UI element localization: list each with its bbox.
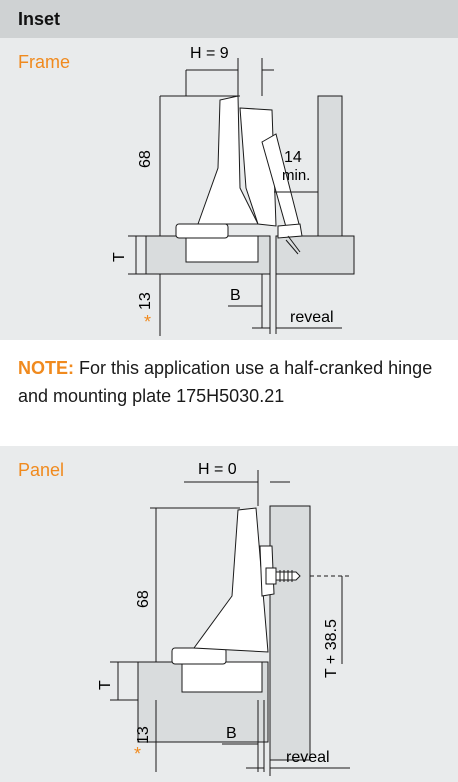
section-header: Inset xyxy=(0,0,458,38)
panel-dim-13: 13 xyxy=(135,726,152,744)
panel-diagram: H = 0 68 T + 38.5 T 13 * B reveal xyxy=(97,461,352,776)
cabinet-side xyxy=(269,505,311,761)
hinge-cup xyxy=(185,235,259,263)
panel-dimensions xyxy=(110,470,352,776)
frame-dim-b: B xyxy=(230,287,241,304)
frame-dimensions xyxy=(128,58,342,336)
panel-dim-68: 68 xyxy=(135,590,152,608)
frame-dim-14: 14 xyxy=(284,149,302,166)
panel-dim-t: T xyxy=(97,680,114,690)
screw xyxy=(265,567,301,585)
frame-panel: Frame xyxy=(0,38,458,340)
note-box: NOTE: For this application use a half-cr… xyxy=(0,340,458,446)
hinge-arm xyxy=(193,507,269,653)
frame-dim-min: min. xyxy=(282,167,310,184)
hinge-cup xyxy=(181,661,263,693)
frame-dim-h: H = 9 xyxy=(190,45,229,62)
frame-dim-68: 68 xyxy=(137,150,154,168)
section-title: Inset xyxy=(18,9,61,29)
cup-flange xyxy=(175,223,229,239)
panel-dim-t-plus: T + 38.5 xyxy=(323,619,340,678)
frame-dim-t: T xyxy=(111,252,128,262)
note-text: For this application use a half-cranked … xyxy=(18,358,433,406)
cup-flange xyxy=(171,647,227,665)
mounting-plate xyxy=(239,107,277,227)
screw xyxy=(277,223,303,255)
frame-asterisk: * xyxy=(144,312,151,332)
frame-reveal: reveal xyxy=(290,309,334,326)
panel-reveal: reveal xyxy=(286,749,330,766)
frame-label: Frame xyxy=(18,52,71,72)
panel-label: Panel xyxy=(18,460,65,480)
note-key: NOTE: xyxy=(18,358,74,378)
panel-asterisk: * xyxy=(134,744,141,764)
frame-diagram: H = 9 68 14 min. T 13 * B reveal xyxy=(111,45,355,336)
panel-dim-b: B xyxy=(226,725,237,742)
frame-dim-13: 13 xyxy=(137,292,154,310)
panel-dim-h: H = 0 xyxy=(198,461,237,478)
panel-panel: Panel xyxy=(0,446,458,782)
cabinet-wall xyxy=(317,95,343,237)
